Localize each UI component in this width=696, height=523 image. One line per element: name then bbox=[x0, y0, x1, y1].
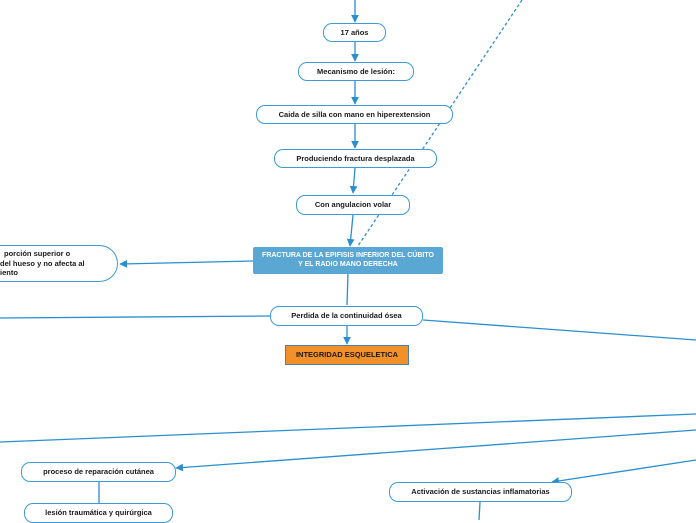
node-angulation[interactable]: Con angulacion volar bbox=[296, 195, 410, 215]
node-fall-label: Caida de silla con mano en hiperextensio… bbox=[278, 109, 431, 119]
node-repair[interactable]: proceso de reparación cutánea bbox=[21, 462, 176, 482]
node-integrity-label: INTEGRIDAD ESQUELETICA bbox=[295, 350, 399, 360]
node-displaced-label: Produciendo fractura desplazada bbox=[296, 153, 415, 163]
node-left-clipped[interactable]: porción superior o del hueso y no afecta… bbox=[0, 245, 118, 282]
node-continuity-label: Perdida de la continuidad ósea bbox=[291, 311, 402, 321]
node-mechanism[interactable]: Mecanismo de lesión: bbox=[298, 62, 414, 81]
node-integrity[interactable]: INTEGRIDAD ESQUELETICA bbox=[285, 345, 409, 365]
connector-main-to-continuity bbox=[346, 272, 349, 306]
node-age-label: 17 años bbox=[340, 27, 369, 37]
connector-continuity-left bbox=[0, 315, 271, 319]
node-left-clipped-line-3: iento bbox=[0, 268, 18, 278]
node-repair-label: proceso de reparación cutánea bbox=[43, 467, 154, 477]
node-displaced[interactable]: Produciendo fractura desplazada bbox=[274, 149, 437, 168]
connector-displaced-to-angulation bbox=[349, 167, 358, 194]
node-main-fracture-label: FRACTURA DE LA EPIFISIS INFERIOR DEL CÚB… bbox=[262, 251, 434, 268]
connector-continuity-right bbox=[422, 319, 696, 341]
connector-to-repair bbox=[175, 429, 696, 472]
connector-main-to-left-node bbox=[119, 259, 254, 268]
node-activation[interactable]: Activación de sustancias inflamatorias bbox=[389, 482, 572, 502]
node-continuity[interactable]: Perdida de la continuidad ósea bbox=[270, 306, 423, 326]
node-left-clipped-line-2: del hueso y no afecta al bbox=[0, 258, 85, 268]
connector-activation-down bbox=[478, 501, 481, 520]
node-angulation-label: Con angulacion volar bbox=[314, 200, 392, 210]
node-left-clipped-line-1: porción superior o bbox=[4, 249, 71, 259]
node-fall[interactable]: Caida de silla con mano en hiperextensio… bbox=[256, 105, 453, 124]
node-activation-label: Activación de sustancias inflamatorias bbox=[411, 487, 550, 497]
connector-lower-long bbox=[0, 413, 696, 443]
node-left-clipped-text: porción superior o del hueso y no afecta… bbox=[0, 249, 85, 277]
node-age[interactable]: 17 años bbox=[323, 23, 386, 42]
node-main-fracture[interactable]: FRACTURA DE LA EPIFISIS INFERIOR DEL CÚB… bbox=[253, 247, 443, 274]
connector-angulation-to-main bbox=[346, 214, 355, 247]
node-lesion[interactable]: lesión traumática y quirúrgica bbox=[24, 503, 173, 523]
node-mechanism-label: Mecanismo de lesión: bbox=[317, 66, 395, 76]
connector-to-activation bbox=[551, 459, 696, 485]
node-lesion-label: lesión traumática y quirúrgica bbox=[45, 508, 152, 518]
